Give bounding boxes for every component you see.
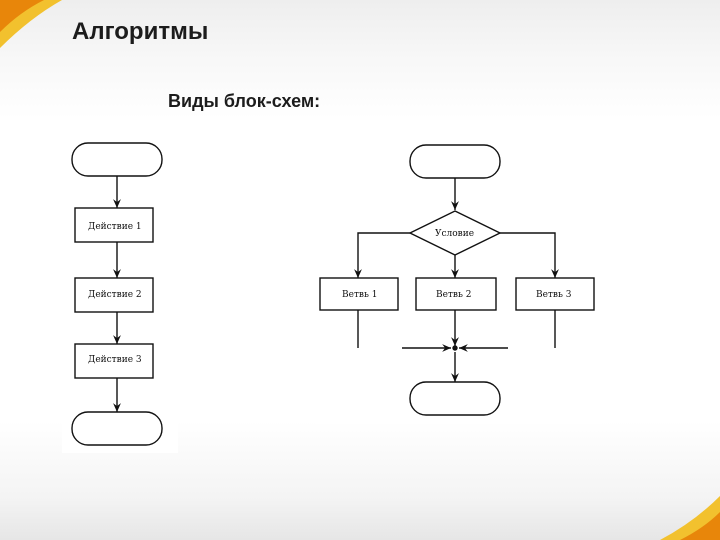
action-2-label: Действие 2: [88, 290, 142, 300]
slide-title: Алгоритмы: [72, 18, 209, 45]
branch-3-box: [515, 277, 595, 311]
branching-flowchart: [319, 144, 595, 416]
action-3-label: Действие 3: [88, 355, 142, 365]
condition-label: Условие: [435, 229, 474, 239]
branch-start-terminator: [409, 144, 501, 179]
slide-subtitle: Виды блок-схем:: [168, 91, 321, 111]
branch-2-label: Ветвь 2: [436, 290, 471, 300]
merge-point: [452, 345, 458, 351]
branch-end-terminator: [409, 381, 501, 416]
top-left-corner-accent: [0, 0, 62, 48]
branch-1-box: [319, 277, 399, 311]
connector-condition-to-branch-1: [354, 232, 410, 278]
start-terminator: [71, 142, 163, 177]
branch-1-label: Ветвь 1: [342, 290, 377, 300]
linear-flowchart-labels: Действие 1 Действие 2 Действие 3: [88, 222, 142, 365]
end-terminator: [71, 411, 163, 446]
action-1-label: Действие 1: [88, 222, 142, 232]
action-1-box: [74, 207, 154, 243]
action-2-box: [74, 277, 154, 313]
action-3-box: [74, 343, 154, 379]
connector-condition-to-branch-3: [500, 232, 559, 278]
branch-2-box: [415, 277, 497, 311]
linear-flowchart: [71, 142, 163, 446]
branch-3-label: Ветвь 3: [536, 290, 572, 300]
branching-flowchart-labels: Условие Ветвь 1 Ветвь 2 Ветвь 3: [342, 229, 572, 300]
bottom-right-corner-accent: [660, 496, 720, 540]
